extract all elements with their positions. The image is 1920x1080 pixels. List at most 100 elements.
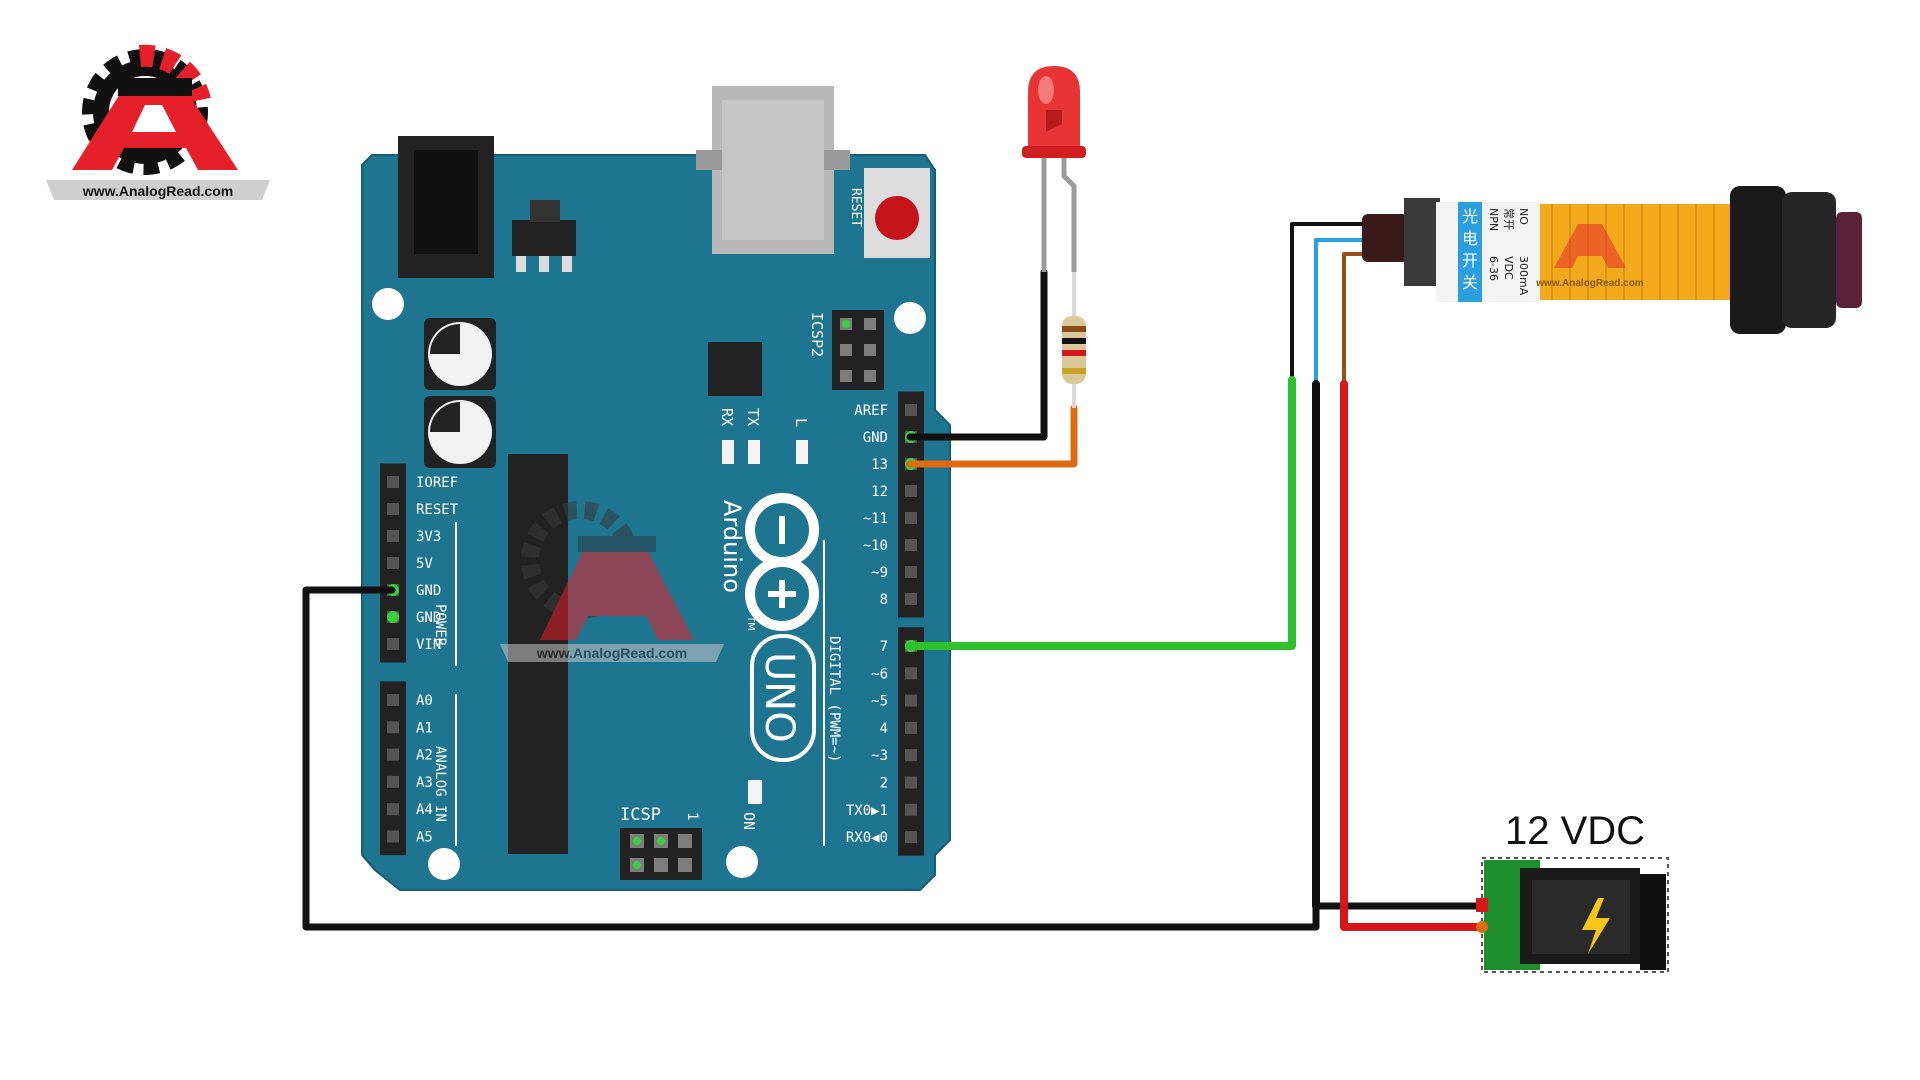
sensor-label-char: 关 [1462, 273, 1478, 292]
analog-pin [387, 775, 399, 788]
digital-upper-label: GND [863, 430, 888, 446]
power-label: 5V [416, 556, 433, 572]
power-supply-jack: 12 VDC [1476, 809, 1669, 973]
digital-header-upper: AREF GND 13 12 ~11 ~10 ~9 8 [854, 391, 924, 618]
analog-pin [387, 721, 399, 734]
sensor-label-char: 电 [1462, 229, 1478, 248]
digital-upper-label: AREF [854, 403, 888, 419]
power-pin [387, 557, 399, 569]
arduino-board: RESET www.AnalogRead.com [361, 86, 951, 891]
analog-label: A1 [416, 720, 433, 736]
sensor-brown-wire [1342, 252, 1374, 386]
power-label: RESET [416, 502, 459, 518]
sensor-label-char: 光 [1462, 207, 1478, 226]
power-label: 3V3 [416, 529, 441, 545]
analog-label: A2 [416, 748, 433, 764]
digital-upper-label: ~11 [863, 511, 888, 527]
digital-upper-pin [905, 593, 917, 605]
power-pin [387, 476, 399, 488]
red-led [1022, 66, 1086, 272]
analog-label: A4 [416, 802, 433, 818]
digital-lower-pin [905, 721, 917, 734]
icsp-header: ICSP 1 [620, 805, 702, 880]
sensor-cable-gland [1362, 214, 1408, 262]
digital-lower-label: 2 [880, 776, 888, 792]
digital-lower-label: TX0▶1 [846, 803, 888, 819]
digital-upper-label: 12 [871, 484, 888, 500]
digital-lower-label: 4 [880, 721, 888, 737]
digital-upper-pin [905, 512, 917, 524]
digital-lower-label: ~3 [871, 748, 888, 764]
power-label: GND [416, 583, 441, 599]
logo-letter-a-icon [72, 78, 238, 170]
sensor-spec-text: NPN [1487, 208, 1500, 231]
icsp-label: ICSP [620, 805, 661, 825]
signal-wire [906, 380, 1296, 650]
analog-label: A5 [416, 830, 433, 846]
voltage-regulator [512, 220, 576, 256]
digital-lower-label: ~6 [871, 666, 888, 682]
sensor-signal-black-wire [1290, 222, 1374, 386]
digital-upper-label: 8 [880, 592, 888, 608]
power-pin [387, 503, 399, 515]
power-pin [387, 638, 399, 650]
pin-connection-dot [387, 611, 399, 623]
digital-lower-pin [905, 667, 917, 680]
mounting-hole [428, 848, 460, 880]
sensor-spec-text: 6-36 [1487, 256, 1500, 281]
power-label: IOREF [416, 475, 458, 491]
brand-logo: www.AnalogRead.com [46, 44, 270, 200]
reset-label: RESET [848, 188, 863, 227]
mounting-hole [894, 302, 926, 334]
digital-upper-pin [905, 539, 917, 551]
watermark-website-text: www.AnalogRead.com [536, 645, 687, 661]
digital-upper-pin [905, 566, 917, 578]
watermark-logo: www.AnalogRead.com [500, 501, 724, 662]
power-led [748, 780, 762, 804]
on-label: ON [740, 812, 758, 830]
digital-lower-pin [905, 694, 917, 707]
sensor-blue-wire [1314, 238, 1374, 386]
digital-label: DIGITAL (PWM=~) [826, 636, 842, 762]
digital-upper-label: ~9 [871, 565, 888, 581]
digital-lower-pin [905, 803, 917, 816]
digital-lower-pin [905, 831, 917, 844]
supply-positive-wire [1340, 380, 1484, 931]
sensor-watermark-text: www.AnalogRead.com [1535, 278, 1644, 289]
digital-lower-label: ~5 [871, 694, 888, 710]
power-label: GND [416, 610, 441, 626]
mounting-hole [726, 846, 758, 878]
arduino-infinity-logo [745, 493, 819, 631]
analog-label: A0 [416, 693, 433, 709]
analog-pin [387, 830, 399, 843]
sensor-spec-text: VDC [1502, 256, 1515, 280]
sensor-spec-text: NO [1517, 208, 1530, 225]
capacitor [424, 396, 496, 468]
digital-lower-label: 7 [880, 639, 888, 655]
l-label: L [792, 418, 810, 427]
uno-text: UNO [756, 652, 802, 743]
power-label: VIN [416, 637, 441, 653]
sensor-spec-text: 常开 [1502, 208, 1515, 230]
tx-label: TX [744, 408, 762, 426]
l-led [796, 440, 808, 464]
sensor-lens [1836, 212, 1862, 308]
usb-chip [708, 342, 762, 396]
analog-label: A3 [416, 775, 433, 791]
digital-lower-pin [905, 776, 917, 789]
arduino-brand-text: Arduino [718, 500, 746, 593]
analog-pin [387, 803, 399, 816]
digital-upper-label: 13 [871, 457, 888, 473]
digital-upper-label: ~10 [863, 538, 888, 554]
sensor-label-char: 开 [1462, 251, 1478, 270]
power-pin [387, 530, 399, 542]
led-ground-wire [906, 268, 1048, 441]
digital-lower-label: RX0◀0 [846, 830, 888, 846]
sensor-watermark-icon [1554, 224, 1626, 268]
analog-pin [387, 694, 399, 706]
sensor-spec-text: 300mA [1517, 256, 1530, 296]
analog-pin [387, 748, 399, 761]
